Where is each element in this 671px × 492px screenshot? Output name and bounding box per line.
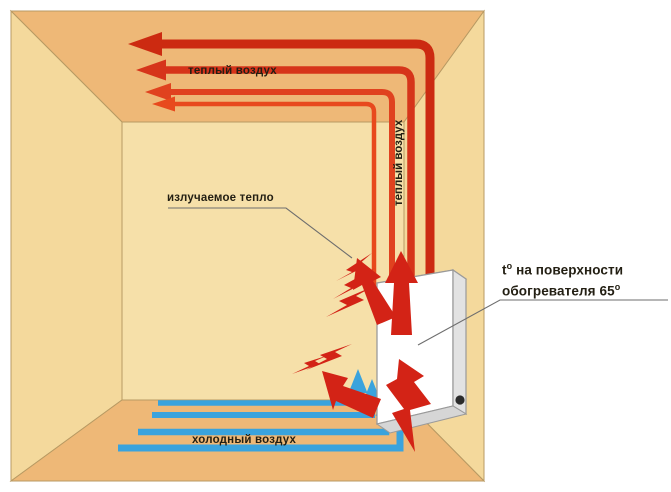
leader-line-radiated-heat (168, 207, 353, 259)
surface-temp-text-2: обогревателя 65 (502, 283, 615, 298)
warm-air-arrow-2 (158, 66, 415, 300)
convection-arrow-zigzag-bottom (386, 359, 431, 452)
cold-air-arrowhead-4 (348, 369, 368, 393)
warm-air-arrowhead-2 (136, 59, 166, 81)
radiation-bolt-5 (292, 355, 329, 374)
radiator-bottom-face (375, 405, 468, 434)
convection-arrow-group (322, 251, 431, 452)
label-warm-air: теплый воздух (188, 65, 277, 77)
warm-air-arrow-1 (152, 39, 435, 300)
warm-air-arrow-group (128, 32, 435, 300)
radiation-bolt-4 (306, 344, 352, 370)
surface-temp-text-1: на поверхности (512, 262, 624, 278)
warm-air-arrow-4 (170, 101, 377, 300)
degree-symbol-2: o (614, 281, 621, 292)
label-cold-air: холодный воздух (192, 434, 297, 446)
label-radiated-heat: излучаемое тепло (167, 192, 274, 204)
warm-air-arrowhead-3 (145, 83, 171, 101)
temp-symbol: t (502, 262, 507, 278)
radiation-bolt-3 (326, 286, 374, 317)
radiation-bolt-1 (336, 253, 372, 281)
radiator-side-face (452, 268, 467, 416)
surface-temp-line-1: to на поверхности (502, 258, 623, 279)
leader-line-group (168, 207, 668, 346)
convection-arrow-down-left-upper (353, 258, 396, 325)
warm-air-arrowhead-4 (152, 96, 175, 112)
warm-air-arrowhead-1 (128, 32, 162, 56)
label-warm-air-vertical: теплый воздух (393, 119, 405, 206)
label-surface-temperature: to на поверхности обогревателя 65o (502, 258, 623, 299)
radiator (375, 268, 468, 434)
degree-symbol-1: o (506, 261, 513, 271)
warm-air-arrow-3 (165, 89, 395, 300)
radiator-valve-knob (455, 395, 465, 405)
convection-arrow-down-left-lower (322, 371, 381, 418)
leader-line-surface-temp (417, 299, 668, 346)
surface-temp-line-2: обогревателя 65o (502, 279, 623, 300)
